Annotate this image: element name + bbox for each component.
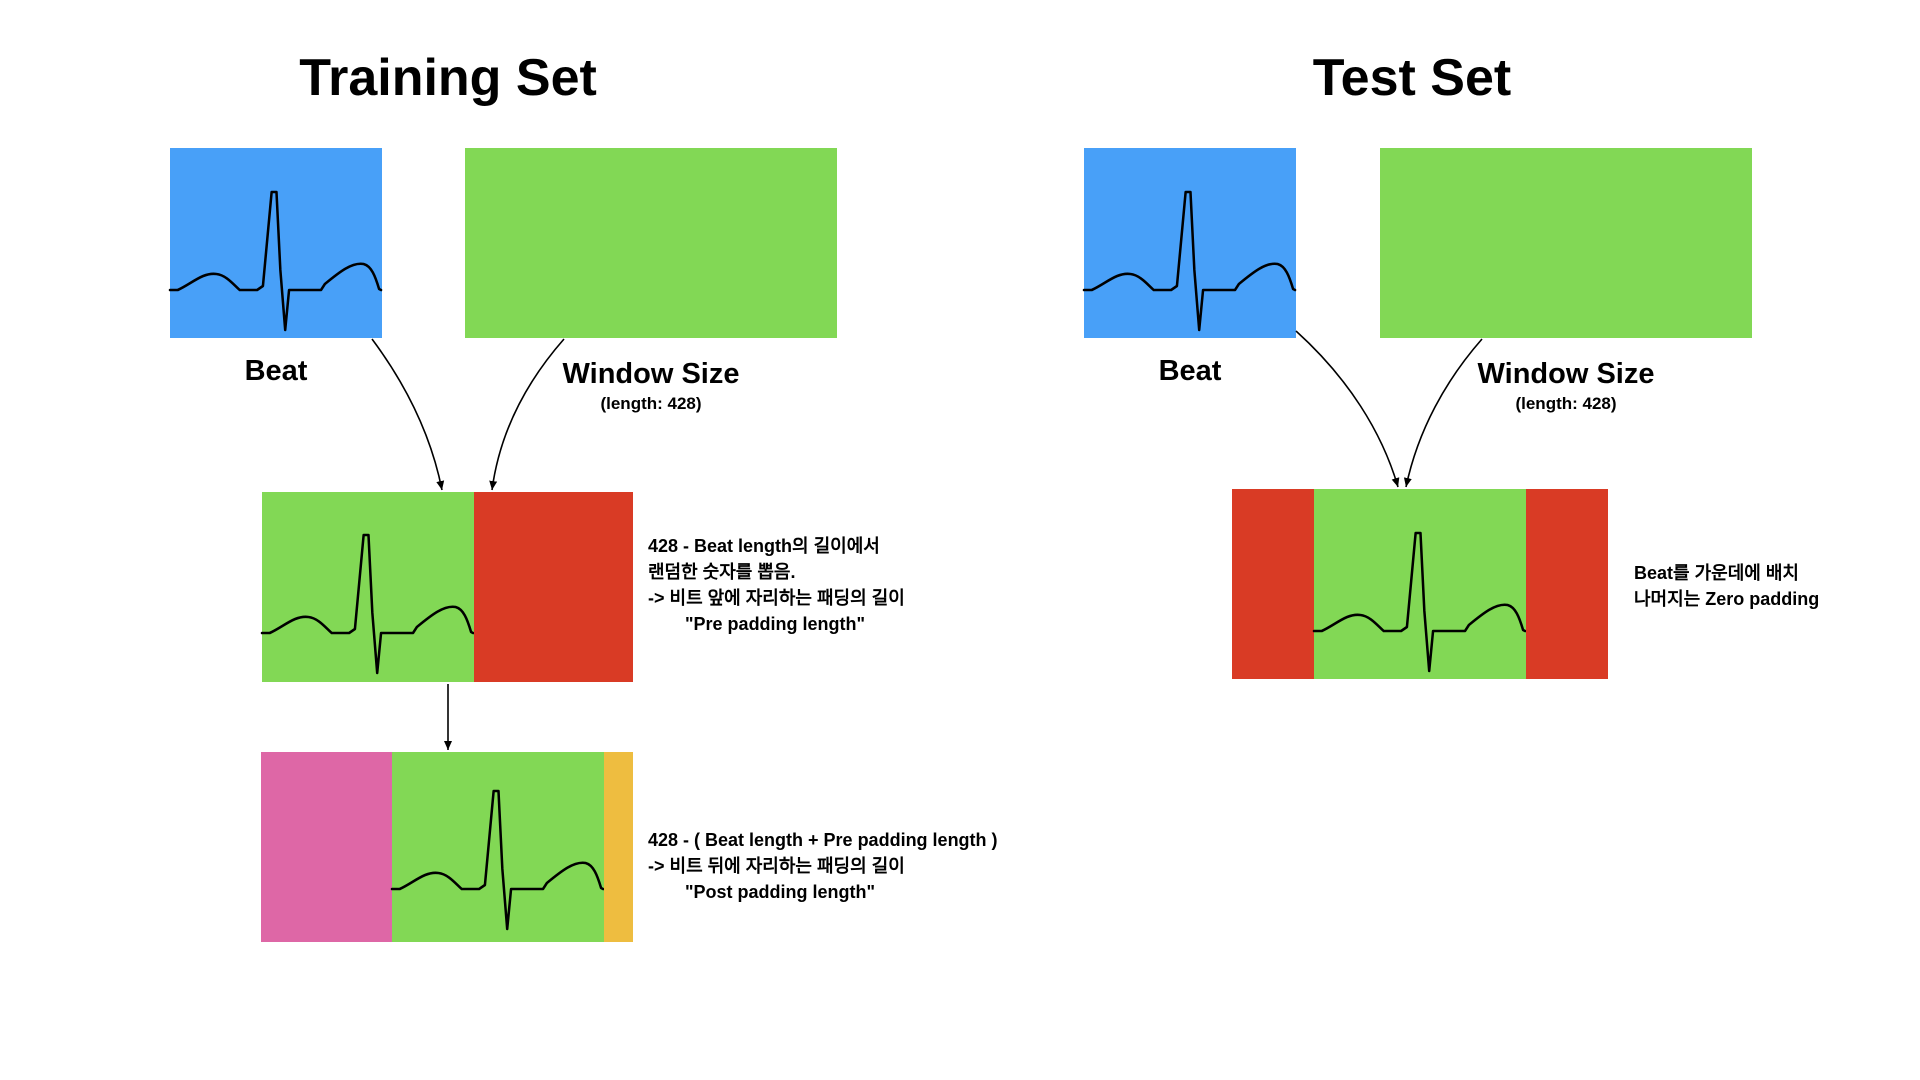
- training-step2-post-pad: [604, 752, 633, 942]
- test-beat-label: Beat: [1158, 355, 1222, 387]
- training-note2-line3: "Post padding length": [685, 882, 876, 902]
- training-beat-arrow: [371, 338, 445, 491]
- training-pre-padding-note: 428 - Beat length의 길이에서 랜덤한 숫자를 뽑음. -> 비…: [648, 533, 905, 637]
- test-window-length: (length: 428): [1515, 394, 1617, 413]
- training-step1-beat: [262, 492, 474, 682]
- training-beat-label: Beat: [244, 355, 308, 387]
- test-note-line1: Beat를 가운데에 배치: [1634, 563, 1799, 583]
- test-zero-padding-note: Beat를 가운데에 배치 나머지는 Zero padding: [1634, 560, 1819, 612]
- test-window-label: Window Size: [1477, 358, 1655, 390]
- test-centered-beat: [1314, 489, 1526, 679]
- training-note1-line3: -> 비트 앞에 자리하는 패딩의 길이: [648, 588, 905, 608]
- training-step2-pre-pad: [261, 752, 392, 942]
- training-window-label: Window Size: [562, 358, 740, 390]
- training-note1-line2: 랜덤한 숫자를 뽑음.: [648, 562, 796, 582]
- test-beat-arrow: [1295, 330, 1400, 488]
- training-note2-line2: -> 비트 뒤에 자리하는 패딩의 길이: [648, 856, 905, 876]
- training-window-box: [465, 148, 837, 338]
- training-beat-box: [170, 148, 382, 338]
- training-note2-line1: 428 - ( Beat length + Pre padding length…: [648, 830, 998, 850]
- test-window-arrow: [1403, 338, 1483, 488]
- training-step2-beat: [392, 752, 604, 942]
- test-set-title: Test Set: [1312, 49, 1512, 107]
- test-left-padding: [1232, 489, 1314, 679]
- training-window-length: (length: 428): [600, 394, 702, 413]
- test-beat-box: [1084, 148, 1296, 338]
- training-pre-padding: [474, 492, 633, 682]
- training-note1-line4: "Pre padding length": [685, 614, 866, 634]
- training-set-title: Training Set: [299, 49, 597, 107]
- training-post-padding-note: 428 - ( Beat length + Pre padding length…: [648, 827, 998, 905]
- training-window-arrow: [489, 338, 565, 491]
- training-note1-line1: 428 - Beat length의 길이에서: [648, 536, 880, 556]
- test-note-line2: 나머지는 Zero padding: [1634, 589, 1820, 609]
- test-window-box: [1380, 148, 1752, 338]
- test-right-padding: [1526, 489, 1608, 679]
